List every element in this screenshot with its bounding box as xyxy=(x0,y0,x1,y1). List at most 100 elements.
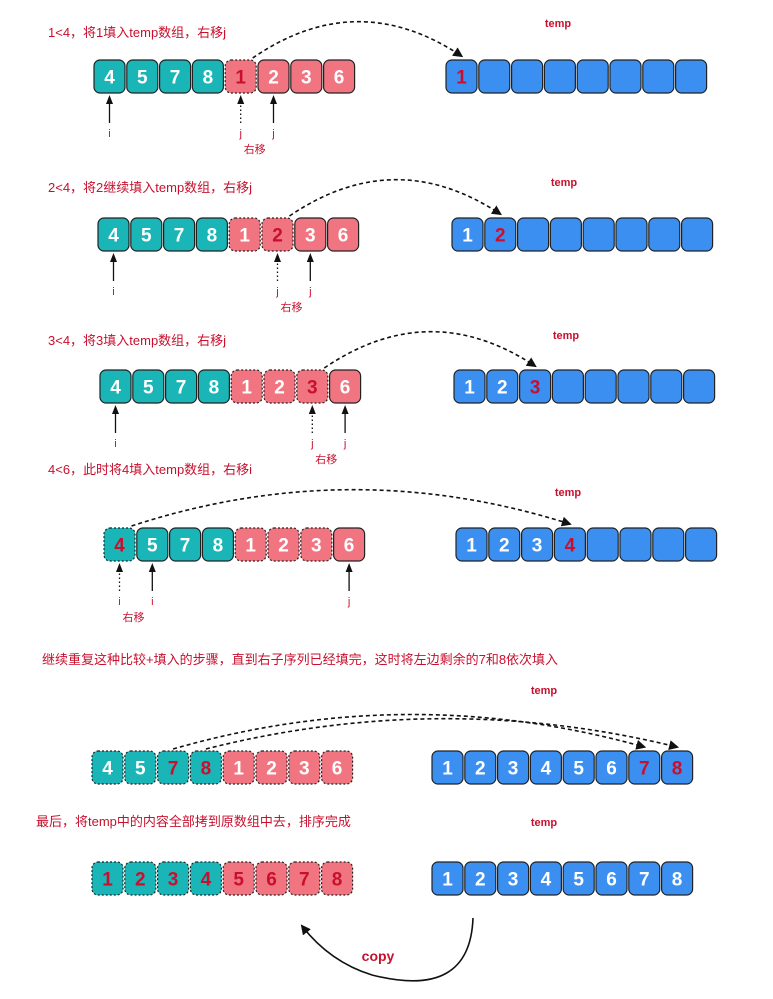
array-cell-value: 2 xyxy=(268,68,279,89)
array-cell xyxy=(191,59,224,94)
temp-cell-value: 6 xyxy=(606,759,617,780)
array-cell-value: 4 xyxy=(114,536,125,557)
temp-cell xyxy=(582,217,615,252)
pointer-arrowhead xyxy=(306,253,314,262)
array-cell xyxy=(124,750,157,785)
temp-cell-value: 4 xyxy=(541,759,552,780)
pointer-arrowhead xyxy=(110,253,117,262)
temp-cell-value: 6 xyxy=(606,870,617,891)
temp-cell xyxy=(445,59,478,94)
temp-cell xyxy=(516,217,550,252)
pointer-label: j xyxy=(308,286,311,298)
array-cell-value: 8 xyxy=(209,378,220,399)
array-cell xyxy=(263,369,296,404)
temp-cell xyxy=(584,369,617,404)
array-cell xyxy=(169,527,202,562)
pointer-arrowhead xyxy=(106,95,113,104)
array-cell xyxy=(126,59,159,94)
temp-cell-value: 2 xyxy=(475,759,486,780)
temp-label: temp xyxy=(555,487,582,499)
array-cell-value: 7 xyxy=(180,536,191,557)
array-cell-value: 3 xyxy=(301,68,312,89)
temp-cell-value: 7 xyxy=(639,759,650,780)
pointer-arrowhead xyxy=(308,405,316,414)
temp-cell-value: 1 xyxy=(442,759,453,780)
array-cell xyxy=(230,369,263,404)
array-cell-value: 2 xyxy=(274,378,285,399)
array-cell xyxy=(195,217,228,252)
array-cell-value: 3 xyxy=(307,378,318,399)
temp-cell xyxy=(562,750,595,785)
temp-label: temp xyxy=(551,177,578,189)
temp-cell xyxy=(455,527,488,562)
array-cell-value: 1 xyxy=(233,759,244,780)
temp-cell-value: 3 xyxy=(508,759,519,780)
temp-cell-value: 5 xyxy=(573,759,584,780)
array-cell xyxy=(329,369,362,404)
temp-label: temp xyxy=(545,18,572,30)
temp-cell xyxy=(431,750,464,785)
pointer-label: j xyxy=(275,286,278,298)
copy-annotation: copy xyxy=(300,917,474,982)
array-cell-value: 3 xyxy=(305,226,316,247)
array-cell xyxy=(288,861,321,896)
array-cell xyxy=(224,59,257,94)
temp-cell xyxy=(684,527,718,562)
temp-cell xyxy=(660,750,694,785)
array-cell xyxy=(157,750,190,785)
temp-cell-value: 4 xyxy=(541,870,552,891)
array-cell-value: 8 xyxy=(213,536,224,557)
temp-cell xyxy=(609,59,642,94)
array-cell xyxy=(255,861,288,896)
array-cell-value: 6 xyxy=(332,759,343,780)
pointer-label: i xyxy=(114,438,116,450)
temp-cell-value: 3 xyxy=(532,536,543,557)
pointer-label: j xyxy=(238,128,241,140)
array-cell-value: 8 xyxy=(207,226,218,247)
transfer-arrow xyxy=(252,20,464,59)
temp-cell-value: 1 xyxy=(464,378,475,399)
temp-cell xyxy=(497,861,530,896)
array-cell-value: 5 xyxy=(141,226,152,247)
array-cell xyxy=(267,527,300,562)
temp-cell xyxy=(642,59,675,94)
temp-cell-value: 4 xyxy=(565,536,576,557)
copy-arrow xyxy=(300,917,474,982)
pointer-label: i xyxy=(108,128,110,140)
transfer-arrow xyxy=(323,330,537,369)
temp-cell-value: 1 xyxy=(456,68,467,89)
array-cell xyxy=(157,861,190,896)
temp-cell xyxy=(511,59,544,94)
temp-cell xyxy=(562,861,595,896)
array-cell-value: 4 xyxy=(102,759,113,780)
array-cell-value: 3 xyxy=(168,870,179,891)
pointer-arrowhead xyxy=(341,405,349,414)
array-cell xyxy=(234,527,267,562)
array-cell xyxy=(288,750,321,785)
array-cell-value: 4 xyxy=(110,378,121,399)
array-cell xyxy=(189,750,222,785)
array-cell xyxy=(261,217,294,252)
pointer-label: j xyxy=(347,596,350,608)
temp-cell-value: 3 xyxy=(508,870,519,891)
temp-cell xyxy=(529,750,563,785)
temp-cell-value: 1 xyxy=(442,870,453,891)
array-cell-value: 3 xyxy=(311,536,322,557)
step-5: 继续重复这种比较+填入的步骤，直到右子序列已经填完，这时将左边剩余的7和8依次填… xyxy=(42,652,694,785)
temp-cell xyxy=(628,750,661,785)
array-cell-value: 2 xyxy=(278,536,289,557)
pointer-arrowhead xyxy=(270,95,277,104)
array-cell xyxy=(296,369,329,404)
temp-cell xyxy=(615,217,648,252)
array-cell-value: 1 xyxy=(245,536,256,557)
temp-cell xyxy=(674,59,708,94)
array-cell xyxy=(201,527,234,562)
